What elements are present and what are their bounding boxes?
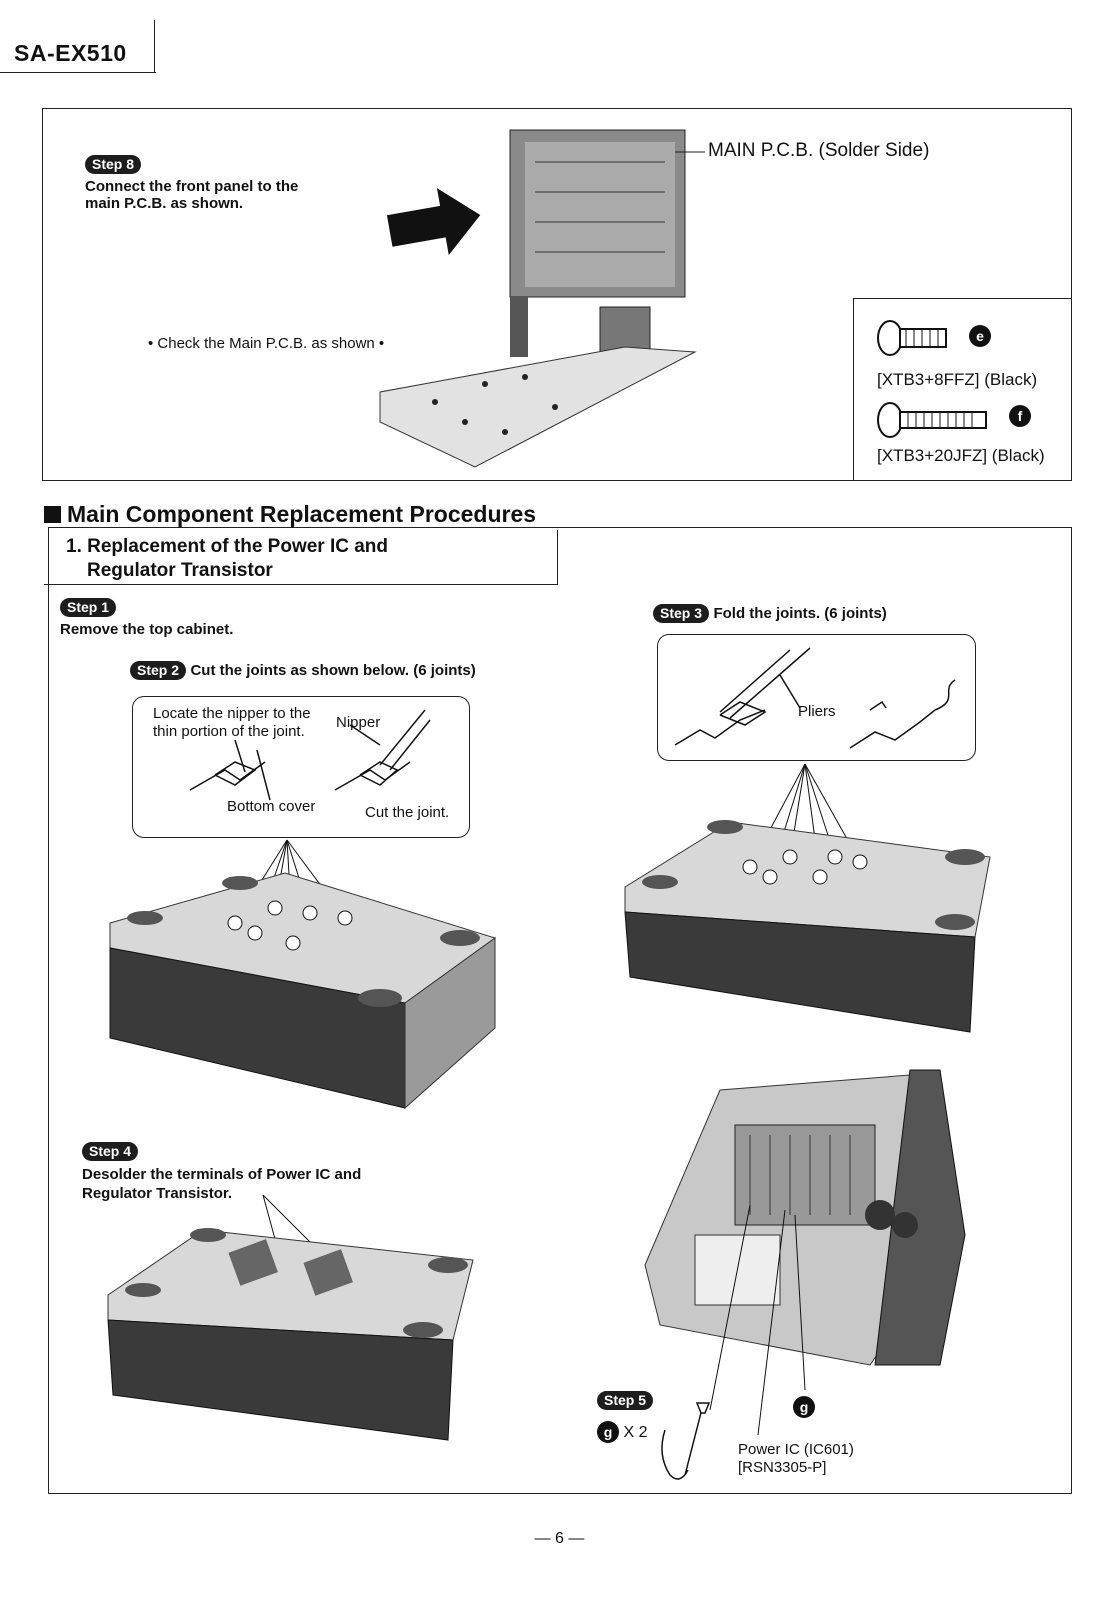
step1-text: Remove the top cabinet. [60,621,234,638]
screw-icon [877,320,947,356]
step4-badge: Step 4 [82,1142,139,1161]
nipper-label: Nipper [336,714,381,731]
power-ic-part: [RSN3305-P] [738,1459,827,1476]
pliers-diagram [674,647,956,749]
power-ic-name: Power IC (IC601) [738,1441,854,1458]
screw-part-number: [XTB3+8FFZ] (Black) [877,370,1038,389]
step8-text: Connect the front panel to the [85,178,299,195]
step2-badge: Step 2 [130,661,187,680]
pliers-label: Pliers [798,703,836,720]
qty-text: X 2 [623,1424,648,1441]
marker-g: g [793,1396,815,1418]
step1-badge: Step 1 [60,598,117,617]
step5-badge-wrap: Step 5 [597,1391,654,1410]
step5-badge: Step 5 [597,1391,654,1410]
step4-block: Step 4 Desolder the terminals of Power I… [82,1142,361,1203]
subtitle-line: Regulator Transistor [87,560,273,581]
step8-badge: Step 8 [85,155,142,174]
screw-part-number: [XTB3+20JFZ] (Black) [877,446,1045,465]
step3-text: Fold the joints. (6 joints) [713,605,887,622]
main-pcb-label: MAIN P.C.B. (Solder Side) [708,140,930,161]
step2-callout [132,696,470,838]
soldering-iron-icon [661,1402,711,1480]
screw-legend [853,298,1072,481]
procedure-panel [48,527,1072,1494]
chassis-interior-illustration [644,1069,966,1366]
subtitle-line: 1. Replacement of the Power IC and [66,536,389,557]
header-rule [154,20,155,72]
subtitle: 1. Replacement of the Power IC and Regul… [66,535,388,583]
marker-g: g [597,1421,619,1443]
note-line: thin portion of the joint. [153,723,305,740]
marker-f: f [1009,405,1031,427]
step5-qty: g X 2 [597,1421,647,1443]
arrow-icon [386,188,481,256]
step4-text: Desolder the terminals of Power IC and [82,1166,362,1183]
section-title: Main Component Replacement Procedures [44,501,536,528]
unit-bottom-illustration [624,763,991,1033]
unit-bottom-illustration [109,839,497,1110]
step3-block: Step 3 Fold the joints. (6 joints) [653,604,887,623]
step4-text: Regulator Transistor. [82,1185,233,1202]
step8-block: Step 8 Connect the front panel to the ma… [85,155,298,212]
pointer-lines [709,1204,806,1436]
marker-e: e [969,325,991,347]
power-ic-label: Power IC (IC601) [RSN3305-P] [738,1441,854,1477]
step2-block: Step 2 Cut the joints as shown below. (6… [130,661,476,680]
main-pcb-illustration [379,129,705,468]
note-line: Locate the nipper to the [153,705,311,722]
step3-callout [657,634,976,761]
model-number: SA-EX510 [14,40,127,66]
check-note: • Check the Main P.C.B. as shown • [148,335,385,352]
unit-bottom-illustration [107,1194,474,1441]
bottom-cover-label: Bottom cover [227,798,316,815]
subtitle-box [44,530,558,585]
nipper-note: Locate the nipper to the thin portion of… [153,705,311,741]
cut-joint-label: Cut the joint. [365,804,450,821]
nipper-diagram [189,709,431,801]
step8-panel [42,108,1072,481]
step3-badge: Step 3 [653,604,710,623]
page-number: — 6 — [534,1530,585,1547]
step2-text: Cut the joints as shown below. (6 joints… [190,662,476,679]
screw-icon [877,402,987,438]
step1-block: Step 1 Remove the top cabinet. [60,598,233,638]
header-rule [0,72,156,73]
section-title-text: Main Component Replacement Procedures [67,501,537,527]
step8-text: main P.C.B. as shown. [85,195,244,212]
